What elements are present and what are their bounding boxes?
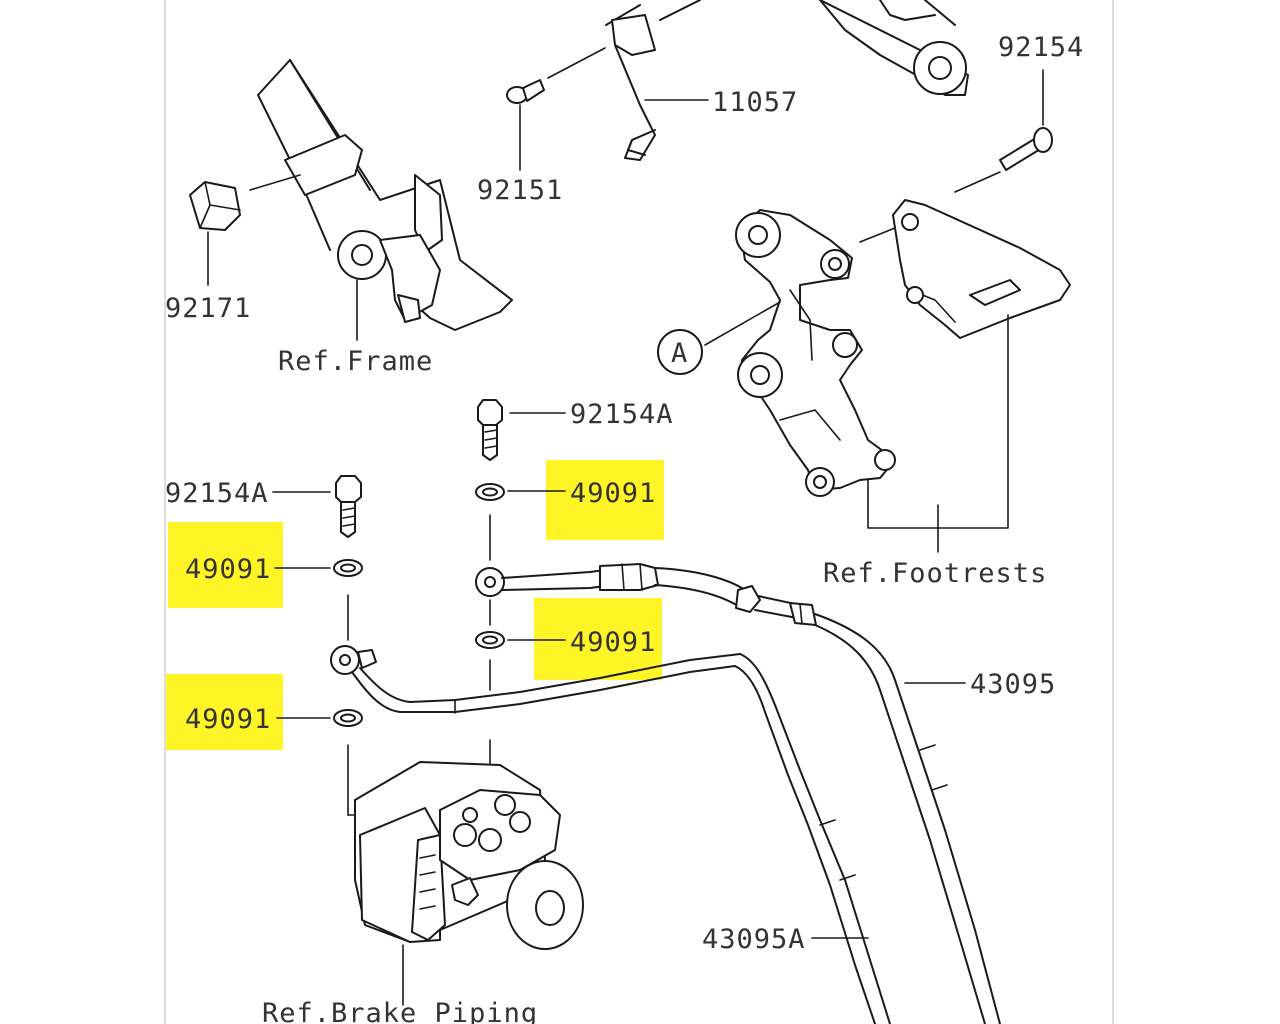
part-49091-right-washer-top [475,483,566,561]
highlight-49091-bottom-left [166,674,283,750]
top-right-linkage [819,0,969,96]
part-92151-bolt [506,79,545,171]
part-43095-brake-hose-front [475,563,1001,1024]
footrest-assembly [704,199,1071,497]
label-92154a-top: 92154A [570,399,674,430]
label-92154a-left: 92154A [165,478,269,509]
label-49091-bottom-left: 49091 [185,704,271,735]
frame-section [257,59,513,331]
label-43095: 43095 [970,669,1056,700]
label-43095a: 43095A [702,924,806,955]
abs-unit [354,761,584,1006]
part-92154-bolt [954,69,1053,193]
label-49091-top-right: 49091 [570,478,656,509]
label-92151: 92151 [477,175,563,206]
highlight-49091-top-left [168,522,283,608]
label-ref-footrests: Ref.Footrests [823,558,1047,589]
label-11057: 11057 [712,87,798,118]
part-43095a-brake-hose-rear [330,645,891,1024]
label-49091-bottom-right: 49091 [570,627,656,658]
label-ref-brake-piping: Ref.Brake Piping [262,998,538,1024]
part-92154a-left-banjo-bolt [272,475,362,538]
part-49091-left-washer-top [274,559,363,641]
part-11057-bracket [547,0,709,161]
label-49091-top-left: 49091 [185,554,271,585]
highlight-49091-bottom-right [534,598,662,680]
label-ref-frame: Ref.Frame [278,346,433,377]
ref-footrests-leader [867,314,1009,553]
label-circle-a: A [671,338,688,369]
highlight-49091-top-right [546,460,664,540]
label-92171: 92171 [165,293,251,324]
label-92154: 92154 [998,32,1084,63]
part-92171-rubber-block [189,174,301,286]
part-92154a-right-banjo-bolt [477,399,566,461]
reference-circle-a [657,329,703,375]
